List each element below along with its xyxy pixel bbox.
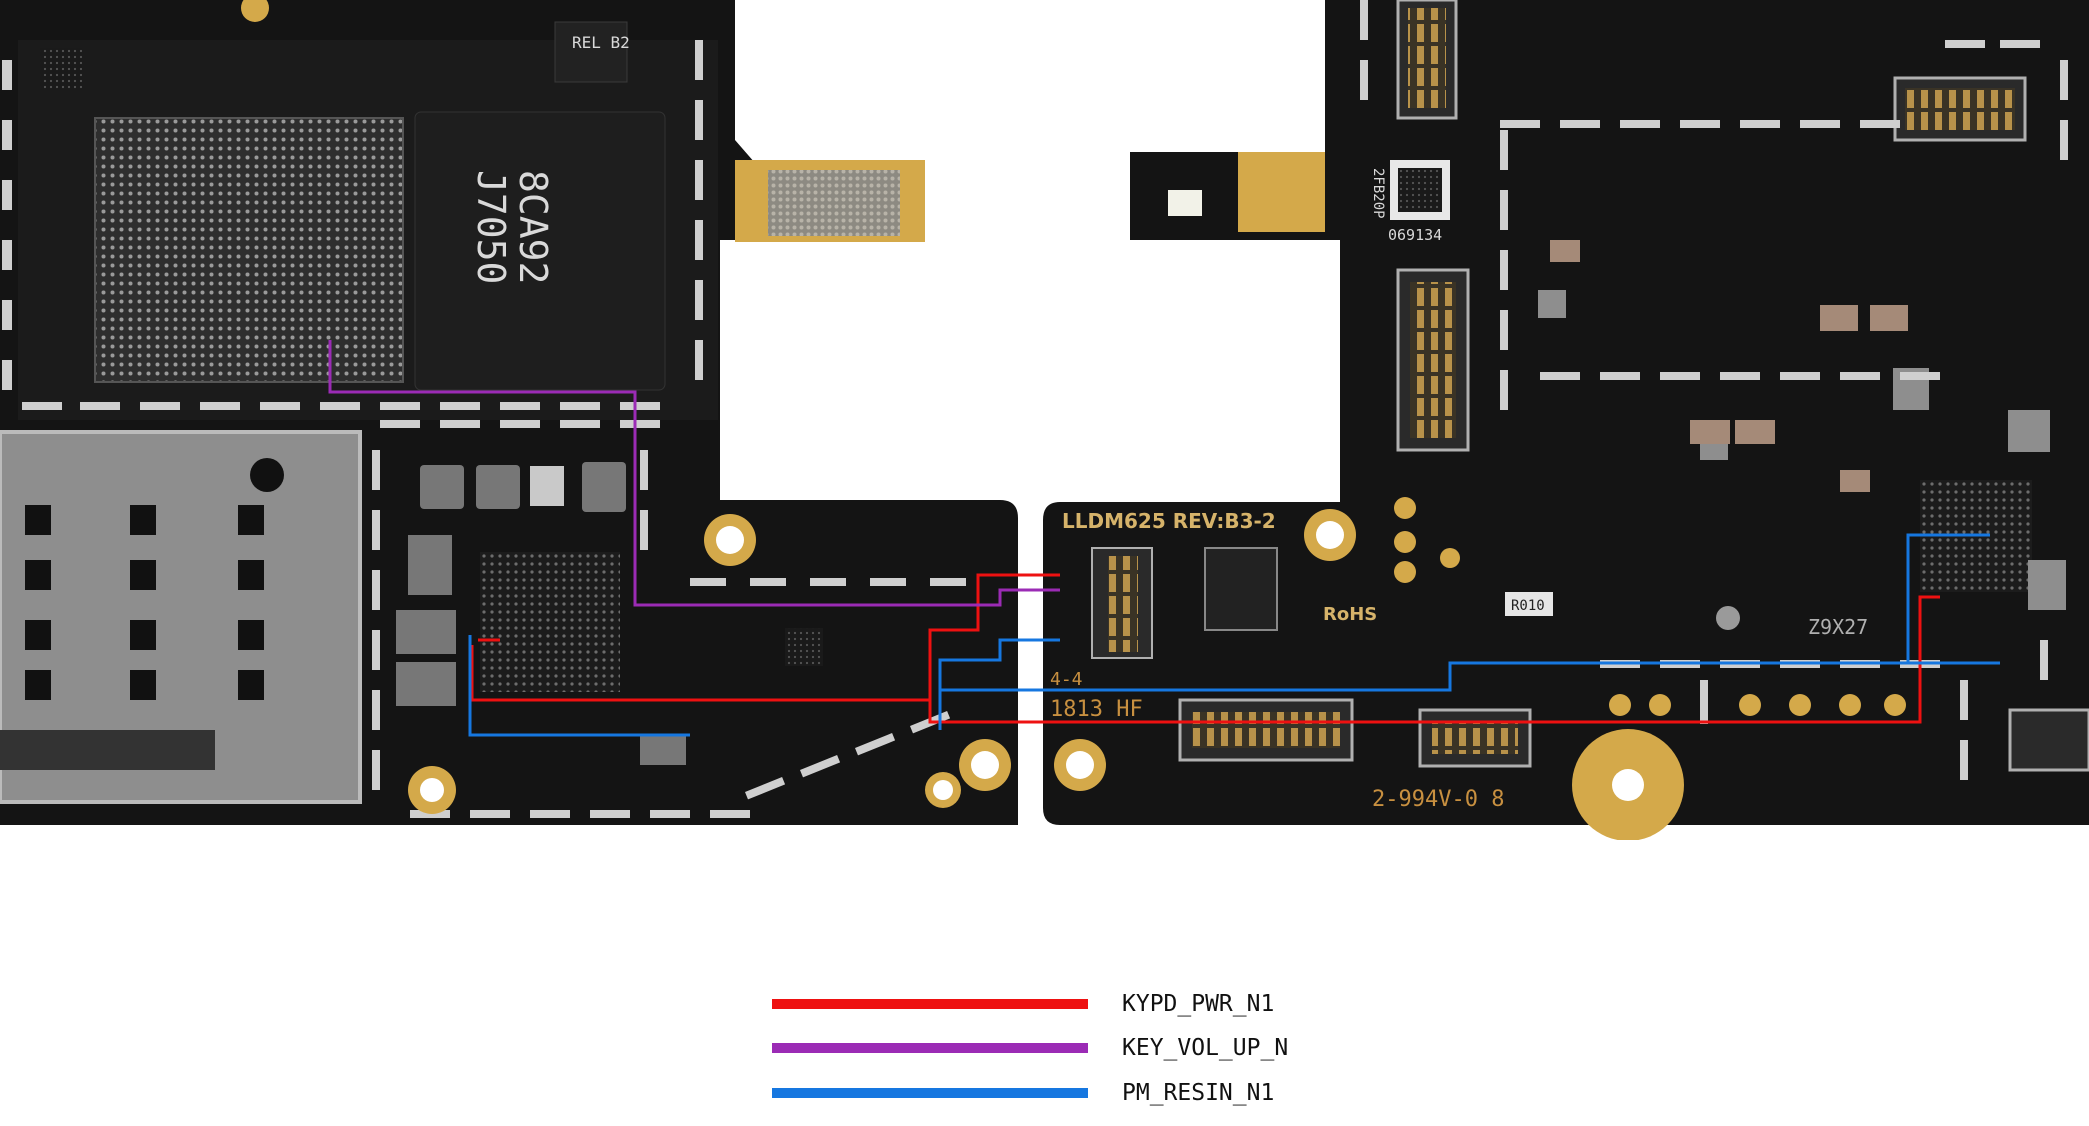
r010-label: R010: [1511, 598, 1545, 614]
legend-label-pm-resin: PM_RESIN_N1: [1122, 1080, 1275, 1106]
gold-tab-right: [1238, 152, 1325, 232]
chip-mark-1: REL B2: [572, 33, 630, 52]
board-id-label: LLDM625 REV:B3-2: [1062, 509, 1276, 533]
legend-swatch-purple: [772, 1043, 1088, 1053]
layer-label: 4-4: [1050, 669, 1083, 690]
legend-label-key-vol-up: KEY_VOL_UP_N: [1122, 1035, 1289, 1061]
bga-chip-processor: [95, 118, 403, 382]
ul-mark-label: 2-994V-0 8: [1372, 787, 1504, 812]
left-board: 8CA92 J7050 REL B2: [0, 0, 1018, 825]
trace-key-vol-up: [328, 340, 1060, 607]
chip-mark-2: 8CA92: [511, 170, 555, 284]
rohs-label: RoHS: [1323, 604, 1377, 625]
legend-label-kypd-pwr: KYPD_PWR_N1: [1122, 991, 1275, 1017]
legend-swatch-red: [772, 999, 1088, 1009]
right-board: 069134 2FB20P: [1043, 0, 2089, 840]
z9x27-label: Z9X27: [1808, 615, 1868, 639]
chip-mark-4: 2FB20P: [1370, 168, 1386, 219]
legend-swatch-blue: [772, 1088, 1088, 1098]
trace-pm-resin: [468, 533, 2000, 737]
date-code-label: 1813 HF: [1050, 697, 1143, 722]
trace-kypd-pwr: [470, 573, 1940, 724]
memory-chip: [414, 111, 666, 391]
bga-chip-pmic: [480, 552, 620, 692]
chip-mark-3: J7050: [469, 170, 513, 284]
pcb-board-image: 8CA92 J7050 REL B2: [0, 0, 2089, 840]
qr-code-label: 069134: [1388, 226, 1442, 244]
